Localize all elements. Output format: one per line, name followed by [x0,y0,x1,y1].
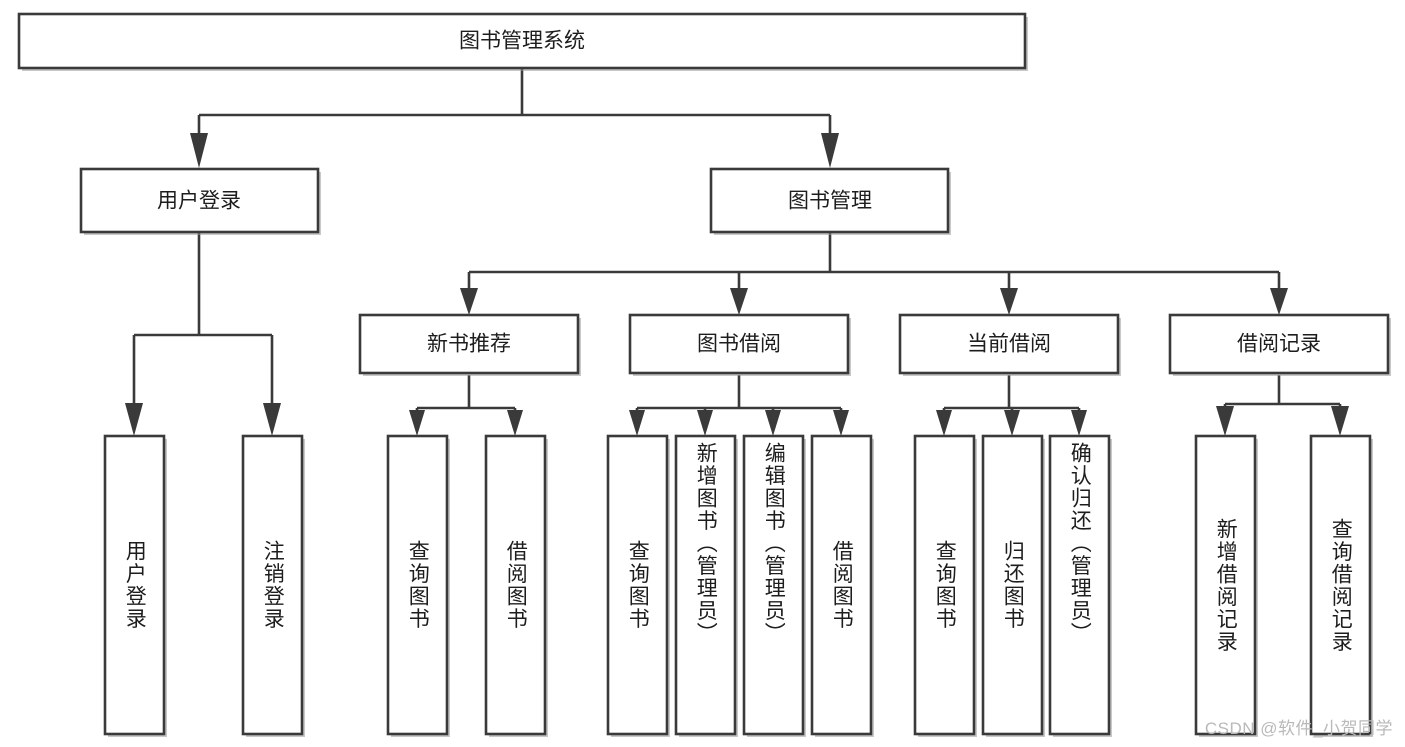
arrow-userlogin-leaf-2 [263,403,281,436]
connectors-group [125,68,1349,436]
node-borrow-record[interactable]: 借阅记录 [1168,313,1391,376]
arrow-borrow-leaf-4 [833,410,849,436]
node-book-management-label: 图书管理 [788,190,872,213]
node-borrow-record-box[interactable] [1168,313,1390,375]
leaf-box-bb-borrow-book[interactable] [810,434,873,736]
leaf-box-nb-borrow-book[interactable] [484,434,547,736]
node-new-book-recommend-box[interactable] [358,313,580,375]
arrow-borrow-leaf-1 [629,410,645,436]
node-current-borrow-label: 当前借阅 [967,333,1051,356]
node-new-book-recommend[interactable]: 新书推荐 [358,313,581,376]
leaf-box-bb-add-book[interactable] [674,434,737,736]
arrow-bookmgmt-to-borrow [730,288,748,315]
leaf-box-user-login[interactable] [103,434,166,736]
arrow-current-leaf-2 [1004,410,1020,436]
arrow-bookmgmt-to-record [1270,288,1288,315]
leaf-box-cb-return-book[interactable] [981,434,1044,736]
node-book-borrow-label: 图书借阅 [697,333,781,356]
leaf-box-cb-query-book[interactable] [913,434,976,736]
arrow-userlogin-leaf-1 [125,403,143,436]
arrow-record-leaf-2 [1331,406,1349,436]
arrow-root-to-user-login [190,133,208,168]
node-borrow-record-label: 借阅记录 [1237,333,1321,356]
node-current-borrow[interactable]: 当前借阅 [898,313,1121,376]
leaf-box-bb-query-book[interactable] [606,434,669,736]
node-book-management[interactable]: 图书管理 [709,167,951,235]
node-root-box[interactable] [17,12,1027,70]
arrow-newbook-leaf-2 [507,410,523,436]
node-root[interactable]: 图书管理系统 [17,12,1028,71]
node-book-management-box[interactable] [709,167,950,234]
arrow-current-leaf-3 [1071,410,1087,436]
node-user-login-label: 用户登录 [157,190,241,213]
leaf-boxes-group [103,434,1373,737]
arrow-record-leaf-1 [1216,406,1234,436]
arrow-borrow-leaf-2 [697,410,713,436]
node-user-login-box[interactable] [79,167,320,234]
leaf-box-cb-confirm-return[interactable] [1048,434,1111,736]
arrow-root-to-book-mgmt [821,133,839,168]
node-user-login[interactable]: 用户登录 [79,167,321,235]
leaf-box-bb-edit-book[interactable] [742,434,805,736]
node-book-borrow-box[interactable] [628,313,850,375]
watermark-text: CSDN @软件_小贺同学 [1204,719,1393,738]
arrow-borrow-leaf-3 [765,410,781,436]
arrow-bookmgmt-to-new-book [460,288,478,315]
leaf-box-logout[interactable] [241,434,304,736]
node-root-label: 图书管理系统 [459,30,585,53]
leaf-box-br-add-record[interactable] [1194,434,1257,736]
leaf-box-nb-query-book[interactable] [386,434,449,736]
leaf-box-br-query-record[interactable] [1309,434,1372,736]
arrow-bookmgmt-to-current [1000,288,1018,315]
arrow-newbook-leaf-1 [409,410,425,436]
node-current-borrow-box[interactable] [898,313,1120,375]
arrow-current-leaf-1 [936,410,952,436]
node-new-book-recommend-label: 新书推荐 [427,333,511,356]
node-book-borrow[interactable]: 图书借阅 [628,313,851,376]
